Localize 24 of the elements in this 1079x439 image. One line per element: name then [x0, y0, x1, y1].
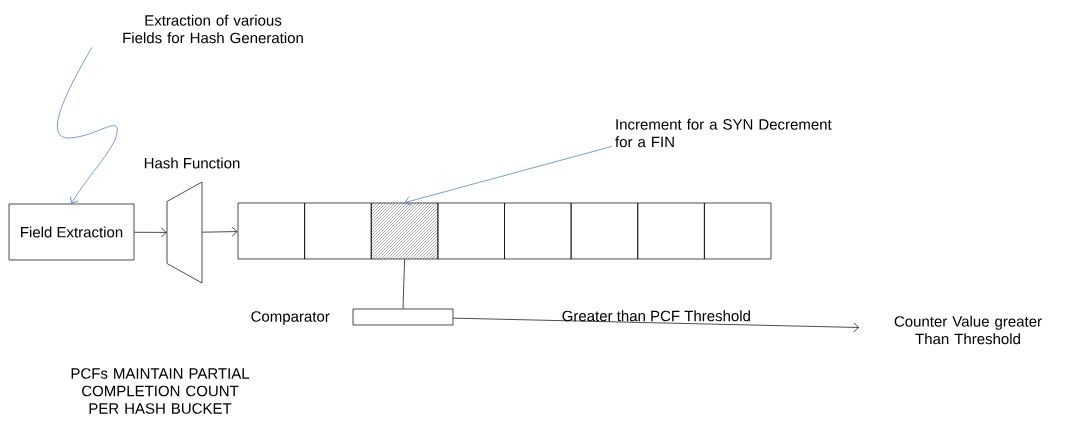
counter-cell	[370, 202, 439, 260]
output-text: Counter Value greater Than Threshold	[894, 315, 1042, 345]
counter-cell	[437, 202, 505, 260]
counter-cell	[704, 202, 772, 260]
annotation-text: Extraction of various Fields for Hash Generation	[123, 14, 303, 44]
edge-label: Greater than PCF Threshold	[562, 310, 750, 322]
counter-cell	[637, 202, 705, 260]
node-label: Hash Function	[144, 157, 240, 169]
counter-cell	[237, 202, 305, 260]
arrow	[201, 226, 238, 237]
leader-line	[404, 146, 613, 206]
arrow	[134, 227, 167, 238]
leader-line	[57, 47, 118, 204]
process-box: Field Extraction	[8, 203, 135, 261]
hash-function-trapezoid: Hash Function	[144, 157, 240, 284]
note-text: PCFs MAINTAIN PARTIAL COMPLETION COUNT PER HASH BUCKET	[71, 368, 250, 414]
counter-cell	[570, 202, 639, 260]
comparator-box: Comparator	[251, 308, 454, 326]
counter-cell	[304, 202, 372, 260]
node-label: Comparator	[251, 311, 330, 325]
connector-line	[402, 259, 405, 309]
counter-cell	[504, 202, 572, 260]
arrow	[453, 317, 860, 333]
annotation-text: Increment for a SYN Decrement for a FIN	[615, 118, 832, 148]
